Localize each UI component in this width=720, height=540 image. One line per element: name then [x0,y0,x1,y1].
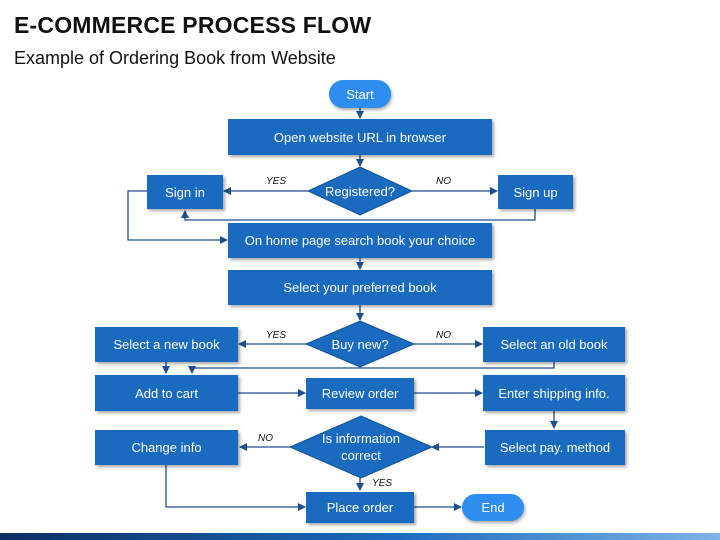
decision-shape [306,166,414,216]
decision-shape [304,320,416,368]
buy-new-label: Buy new? [331,336,389,352]
registered-label: Registered? [324,183,396,199]
sign-up-step: Sign up [498,175,573,209]
open-url-step: Open website URL in browser [228,119,492,155]
page-subtitle: Example of Ordering Book from Website [14,48,336,68]
change-info-step: Change info [95,430,238,465]
registered-decision: Registered? [306,166,414,216]
arrow-signup-to-signin [181,209,536,221]
search-step: On home page search book your choice [228,223,492,258]
review-order-step: Review order [306,378,414,409]
info-correct-decision: Is information correct [288,415,434,479]
old-book-step: Select an old book [483,327,625,362]
select-preferred-step: Select your preferred book [228,270,492,305]
info-correct-label: Is information correct [321,431,401,463]
shipping-info-step: Enter shipping info. [483,375,625,411]
new-book-step: Select a new book [95,327,238,362]
arrow-signin-to-search [127,190,228,244]
end-terminal: End [462,494,524,521]
arrow-oldbook-to-cart [188,362,555,374]
buy-new-yes-label: YES [266,330,287,341]
place-order-step: Place order [306,492,414,523]
info-no-label: NO [258,433,273,444]
buy-new-no-label: NO [436,330,451,341]
decision-shape [288,415,434,479]
add-to-cart-step: Add to cart [95,375,238,411]
footer-accent-bar [0,533,720,540]
registered-yes-label: YES [266,176,287,187]
start-terminal: Start [329,80,391,108]
registered-no-label: NO [436,176,451,187]
info-yes-label: YES [372,478,393,489]
select-pay-method-step: Select pay. method [485,430,625,465]
page-title: E-COMMERCE PROCESS FLOW [14,12,372,38]
arrow-change-to-place [165,465,306,511]
sign-in-step: Sign in [147,175,223,209]
buy-new-decision: Buy new? [304,320,416,368]
